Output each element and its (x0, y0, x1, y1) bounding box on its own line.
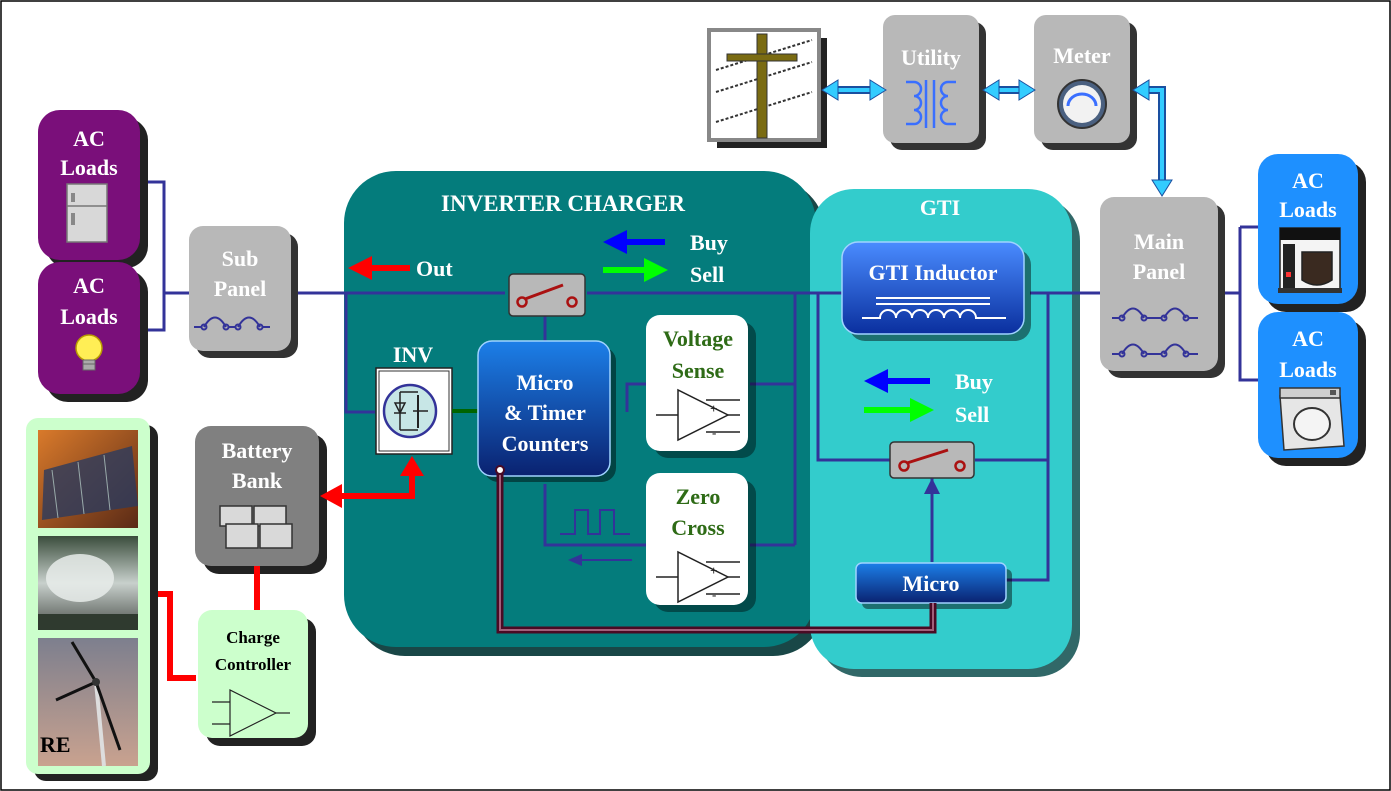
geothermal-image (38, 536, 138, 630)
gti-sell-arrow (864, 398, 934, 422)
meter-gauge-icon (1057, 79, 1107, 129)
battery-label-line1: Battery (222, 438, 293, 463)
ac-loads-label-line1: AC (73, 126, 105, 151)
ac-loads-label-line1: AC (1292, 168, 1324, 193)
ac-loads-label-line2: Loads (60, 155, 118, 180)
voltage-sense-block: Voltage Sense + - (646, 315, 756, 458)
inverter-charger-title: INVERTER CHARGER (441, 191, 685, 216)
meter-label: Meter (1053, 43, 1111, 68)
voltage-sense-label-line2: Sense (672, 358, 725, 383)
out-label: Out (416, 256, 453, 281)
ac-loads-bulb-block: AC Loads (38, 262, 148, 402)
ac-loads-washer-block: AC Loads (1258, 312, 1366, 466)
main-panel-label-line1: Main (1134, 229, 1184, 254)
utility-link-arrows (821, 79, 1173, 197)
sub-panel-block: Sub Panel (189, 226, 298, 358)
ac-loads-label-line2: Loads (1279, 357, 1337, 382)
voltage-sense-label-line1: Voltage (663, 326, 733, 351)
micro-timer-label-line2: & Timer (504, 400, 586, 425)
sell-arrow (603, 258, 668, 282)
minus-sign: - (712, 587, 716, 602)
power-pole-icon (715, 33, 813, 139)
zero-cross-label-line1: Zero (676, 484, 721, 509)
charge-label-line2: Controller (215, 655, 292, 674)
breaker-icon (194, 316, 270, 331)
sell-label: Sell (690, 262, 724, 287)
switch-control-arrowhead (924, 478, 940, 494)
transformer-icon (906, 80, 956, 128)
charge-label-line1: Charge (226, 628, 280, 647)
out-arrow (348, 256, 410, 280)
gti-micro-label: Micro (902, 571, 959, 596)
comparator-icon (656, 550, 740, 604)
inv-label: INV (393, 342, 433, 367)
meter-block: Meter (1034, 15, 1137, 150)
pulse-direction-arrow (568, 554, 632, 566)
ac-loads-label-line2: Loads (1279, 197, 1337, 222)
plus-sign: + (710, 563, 717, 578)
micro-comm-link-inner (499, 470, 934, 631)
battery-bank-block: Battery Bank (195, 426, 327, 574)
comparator-icon (656, 388, 740, 442)
micro-timer-counters-block: Micro & Timer Counters (477, 340, 616, 482)
washing-machine-icon (1279, 387, 1345, 451)
utility-label: Utility (901, 45, 961, 70)
main-panel-block: Main Panel (1100, 197, 1225, 378)
gti-inductor-label: GTI Inductor (869, 260, 998, 285)
plus-sign: + (710, 401, 717, 416)
ac-loads-coffee-block: AC Loads (1258, 154, 1366, 312)
minus-sign: - (712, 425, 716, 440)
coffee-maker-icon (1278, 227, 1342, 293)
light-bulb-icon (75, 334, 103, 371)
micro-timer-label-line1: Micro (516, 370, 573, 395)
inductor-coil-icon (862, 297, 1006, 319)
inverter-switch-icon (375, 367, 453, 455)
zero-cross-block: Zero Cross + - (646, 473, 756, 612)
comparator-icon (212, 689, 290, 737)
breaker-icon (1112, 307, 1198, 358)
re-label: RE (40, 732, 71, 757)
gti-buy-label: Buy (955, 369, 993, 394)
refrigerator-icon (66, 183, 108, 243)
signal-wiring (140, 180, 1258, 582)
sub-panel-label-line1: Sub (222, 246, 259, 271)
gti-sell-label: Sell (955, 402, 989, 427)
ac-loads-label-line2: Loads (60, 304, 118, 329)
utility-block: Utility (883, 15, 986, 150)
utility-pole-block (707, 28, 827, 148)
wind-turbine-image (38, 638, 138, 767)
micro-timer-label-line3: Counters (502, 431, 589, 456)
ac-loads-fridge-block: AC Loads (38, 110, 148, 268)
battery-label-line2: Bank (232, 468, 283, 493)
gti-micro-block: Micro (855, 562, 1012, 609)
buy-label: Buy (690, 230, 728, 255)
ac-loads-label-line1: AC (73, 273, 105, 298)
solar-panel-image (38, 430, 138, 528)
gti-title: GTI (920, 195, 960, 220)
gti-switch-icon (889, 441, 975, 479)
buy-arrow (603, 230, 665, 254)
gti-buy-arrow (864, 369, 930, 393)
renewable-energy-block: RE (26, 418, 158, 781)
charge-controller-block: Charge Controller (198, 610, 316, 746)
battery-up-arrowhead (400, 456, 424, 476)
sub-panel-label-line2: Panel (214, 276, 267, 301)
micro-comm-port (495, 465, 505, 475)
main-panel-label-line2: Panel (1133, 259, 1186, 284)
power-wiring (150, 472, 415, 681)
zero-cross-label-line2: Cross (671, 515, 725, 540)
ac-loads-label-line1: AC (1292, 326, 1324, 351)
pulse-train-icon (560, 509, 630, 535)
gti-inductor-block: GTI Inductor (841, 241, 1031, 341)
transfer-switch-icon (508, 273, 586, 317)
battery-left-arrowhead (320, 484, 342, 508)
battery-icon (219, 505, 293, 549)
